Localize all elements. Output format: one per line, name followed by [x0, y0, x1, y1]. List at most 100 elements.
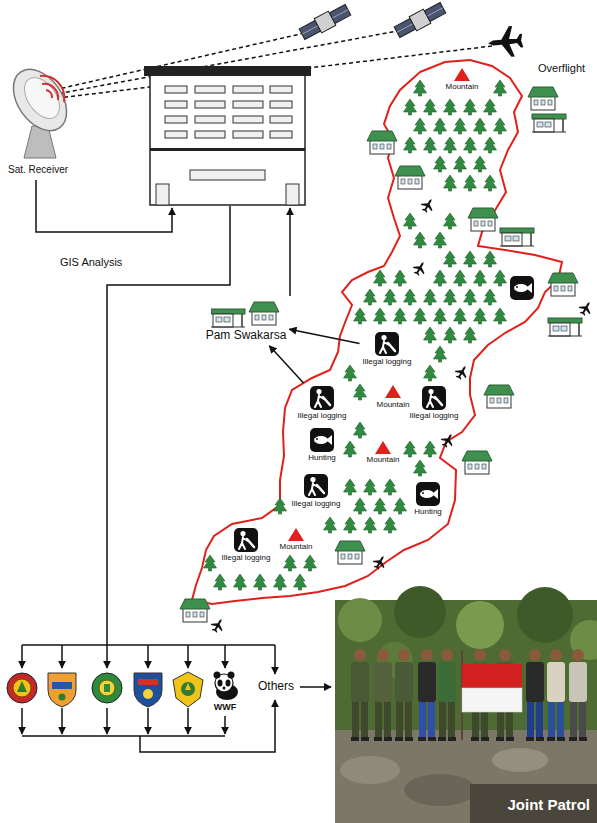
flow-lines — [140, 700, 275, 752]
house-symbol — [395, 166, 425, 176]
house-symbol — [462, 451, 492, 461]
satellite — [397, 8, 443, 32]
house-symbol — [262, 315, 266, 320]
forest-tree — [444, 251, 457, 267]
agency-logo — [92, 673, 122, 703]
headquarters-building — [150, 74, 305, 205]
forest-tree — [254, 574, 267, 590]
forest-tree — [434, 232, 447, 248]
house-symbol — [462, 451, 492, 474]
station-symbol — [500, 228, 534, 233]
house-symbol — [200, 612, 204, 617]
fish-symbol — [514, 284, 528, 292]
forest-tree — [454, 308, 467, 324]
patrol-photo — [404, 774, 476, 806]
patrol-photo — [351, 649, 587, 741]
headquarters-building — [195, 116, 225, 123]
house-symbol — [541, 100, 545, 105]
flow-lines — [300, 686, 331, 688]
airstrip-plane — [487, 25, 524, 59]
logger-head — [310, 477, 315, 482]
airstrip-plane — [209, 616, 227, 635]
patrol-member — [438, 662, 456, 702]
satellite — [298, 3, 351, 42]
patrol-member — [526, 662, 544, 702]
station-symbol — [532, 114, 566, 119]
patrol-member — [547, 737, 555, 741]
house-symbol — [367, 131, 397, 141]
fish-tail — [526, 283, 532, 293]
forest-tree — [364, 517, 377, 533]
patrol-member — [354, 649, 366, 661]
forest-tree — [494, 308, 507, 324]
patrol-member — [547, 662, 565, 702]
forest-tree — [434, 118, 447, 134]
patrol-member — [418, 649, 436, 741]
house-symbol — [183, 608, 207, 622]
satellite-dish — [2, 60, 77, 141]
patrol-member — [351, 662, 369, 702]
wwf-panda-logo — [218, 680, 223, 687]
forest-tree — [424, 441, 437, 457]
node-label: Illegal logging — [410, 411, 459, 420]
station-symbol — [500, 228, 534, 246]
house-symbol — [415, 179, 419, 184]
forest-tree — [464, 327, 477, 343]
forest-tree — [494, 270, 507, 286]
forest-tree — [474, 118, 487, 134]
house-symbol — [380, 144, 384, 149]
icon-ground — [510, 276, 534, 300]
house-symbol — [387, 144, 391, 149]
agency-logo — [185, 683, 191, 690]
patrol-member — [384, 737, 392, 741]
headquarters-building — [233, 116, 263, 123]
house-symbol — [335, 541, 365, 564]
headquarters-building — [150, 148, 305, 151]
others-label: Others — [258, 680, 294, 694]
satellite — [409, 9, 431, 31]
activity-node: Illegal logging — [363, 332, 412, 366]
forest-tree — [424, 365, 437, 381]
headquarters-building — [233, 131, 263, 138]
patrol-member — [421, 649, 433, 661]
station-symbol — [500, 246, 534, 247]
forest-tree — [434, 270, 447, 286]
agency-logo — [173, 672, 203, 707]
patrol-member — [579, 700, 586, 738]
house-symbol — [355, 554, 359, 559]
headquarters-building — [195, 131, 225, 138]
forest-tree — [354, 308, 367, 324]
patrol-member — [441, 649, 453, 661]
patrol-photo — [340, 756, 400, 784]
house-symbol — [401, 179, 405, 184]
island-outline — [192, 60, 562, 604]
agency-logo — [134, 673, 162, 707]
patrol-photo — [338, 598, 382, 642]
patrol-member — [536, 700, 543, 738]
patrol-member — [428, 700, 435, 738]
satellite — [302, 10, 348, 34]
mountain-symbol — [454, 68, 470, 81]
house-symbol — [471, 217, 495, 231]
headquarters-building — [286, 184, 299, 205]
flow-lines — [274, 645, 276, 674]
forest-tree — [444, 175, 457, 191]
station-symbol — [548, 336, 582, 337]
satellite-dish — [42, 84, 58, 100]
station-symbol — [534, 119, 554, 132]
settlement-symbol — [180, 25, 595, 634]
flow-lines — [147, 708, 149, 734]
house-symbol — [398, 175, 422, 189]
house-symbol — [249, 302, 279, 312]
activity-node: Illegal logging — [222, 528, 271, 562]
logger-head — [240, 531, 245, 536]
forest-tree — [284, 555, 297, 571]
house-symbol — [528, 87, 558, 97]
house-symbol — [561, 286, 565, 291]
patrol-member — [405, 737, 413, 741]
icon-ground — [375, 332, 399, 356]
patrol-photo — [517, 587, 573, 643]
mountain-label: Mountain — [377, 400, 410, 409]
flow-lines — [106, 708, 108, 734]
house-symbol — [484, 385, 514, 408]
